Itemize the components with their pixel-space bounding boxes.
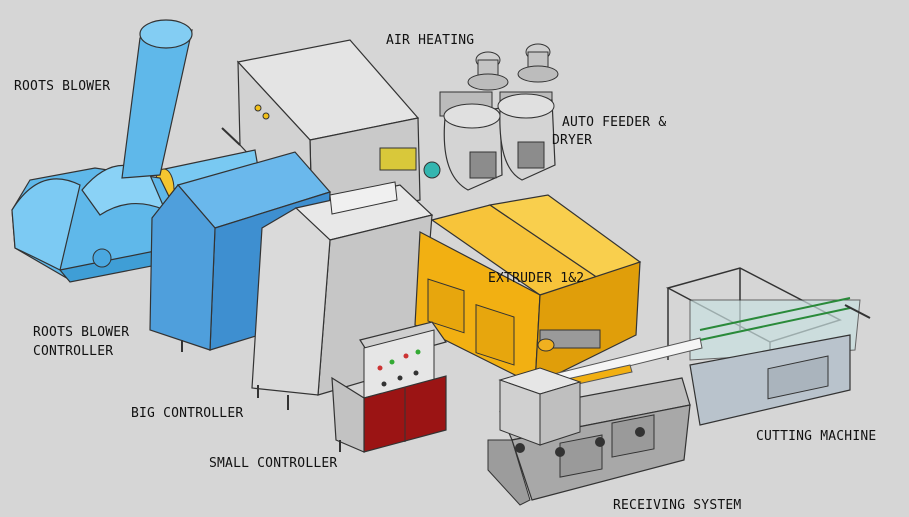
label-auto-feeder-line1: AUTO FEEDER & (562, 115, 667, 130)
label-extruder: EXTRUDER 1&2 (488, 271, 585, 286)
extruder-1-and-2 (414, 194, 642, 386)
label-receiving-system: RECEIVING SYSTEM (613, 498, 742, 513)
label-auto-feeder-line2: DRYER (552, 133, 593, 148)
label-roots-blower: ROOTS BLOWER (14, 79, 111, 94)
label-small-controller: SMALL CONTROLLER (209, 456, 338, 471)
label-roots-blower-controller-line2: CONTROLLER (33, 344, 114, 359)
label-roots-blower-controller-line1: ROOTS BLOWER (33, 325, 130, 340)
receiving-system (487, 337, 703, 506)
small-controller-cabinet (331, 321, 447, 453)
label-air-heating: AIR HEATING (386, 33, 475, 48)
cutting-machine (665, 267, 871, 426)
auto-feeder-dryer (439, 43, 559, 191)
label-cutting-machine: CUTTING MACHINE (756, 429, 877, 444)
label-big-controller: BIG CONTROLLER (131, 406, 244, 421)
roots-blower-unit (11, 19, 263, 283)
